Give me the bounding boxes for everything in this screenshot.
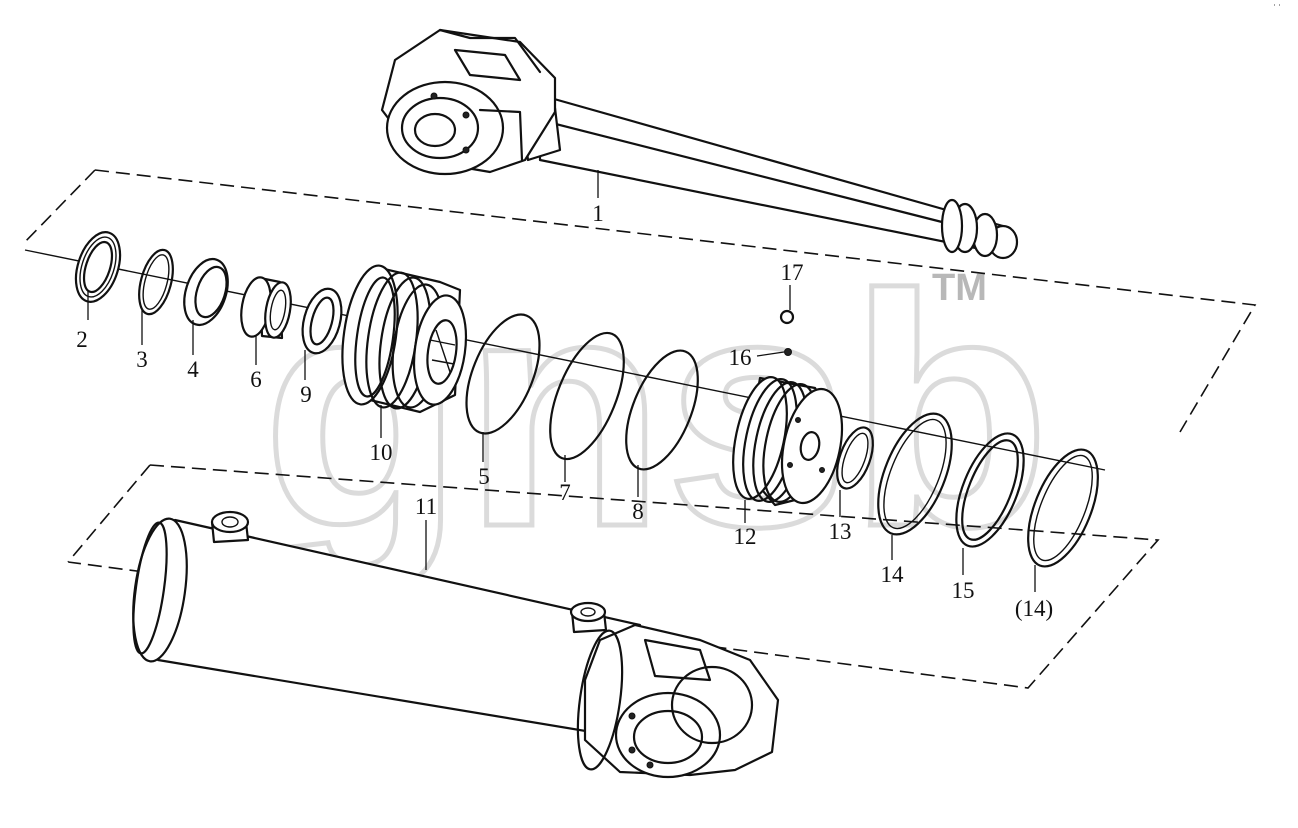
part-13-snap-ring — [836, 426, 874, 490]
part-7-o-ring — [549, 331, 625, 461]
callout-10: 10 — [370, 440, 393, 465]
barrel-port-right — [569, 601, 608, 634]
callout-5: 5 — [478, 464, 490, 489]
part-6-bushing — [240, 276, 292, 340]
callout-17: 17 — [781, 260, 804, 285]
part-17-screw — [779, 309, 795, 325]
part-10-guide-sleeve — [341, 264, 468, 414]
barrel-port-left — [210, 510, 250, 544]
callout-7: 7 — [559, 480, 571, 505]
corner-mark: ˙˙ — [1272, 4, 1282, 15]
piston-rod — [380, 28, 1019, 260]
part-9-seal — [301, 287, 343, 355]
callout-11: 11 — [415, 494, 437, 519]
callout-14: 14 — [881, 562, 905, 587]
callout-1: 1 — [592, 201, 604, 226]
callout-13: 13 — [829, 519, 852, 544]
part-5-o-ring — [465, 313, 541, 435]
part-4-nut — [183, 257, 229, 327]
callout-15: 15 — [952, 578, 975, 603]
callout-14b: (14) — [1015, 596, 1053, 621]
part-11-cylinder-barrel — [132, 510, 780, 779]
part-15-seal-ring — [955, 432, 1025, 548]
leader-lines — [87, 170, 1036, 592]
callout-8: 8 — [632, 499, 644, 524]
callout-6: 6 — [250, 367, 262, 392]
part-16-ball — [784, 348, 792, 356]
part-2-ring — [74, 231, 122, 303]
part-3-snap-ring — [138, 248, 174, 316]
callout-16: 16 — [729, 345, 752, 370]
callout-9: 9 — [300, 382, 312, 407]
callout-3: 3 — [136, 347, 148, 372]
rod-assembly-outline — [21, 169, 1257, 433]
part-14b-guide-ring — [1027, 448, 1099, 568]
part-14-guide-ring — [877, 412, 953, 536]
callout-4: 4 — [187, 357, 199, 382]
callout-2: 2 — [76, 327, 88, 352]
callout-12: 12 — [734, 524, 757, 549]
part-12-piston — [732, 376, 844, 507]
watermark-trademark: TM — [932, 267, 987, 309]
